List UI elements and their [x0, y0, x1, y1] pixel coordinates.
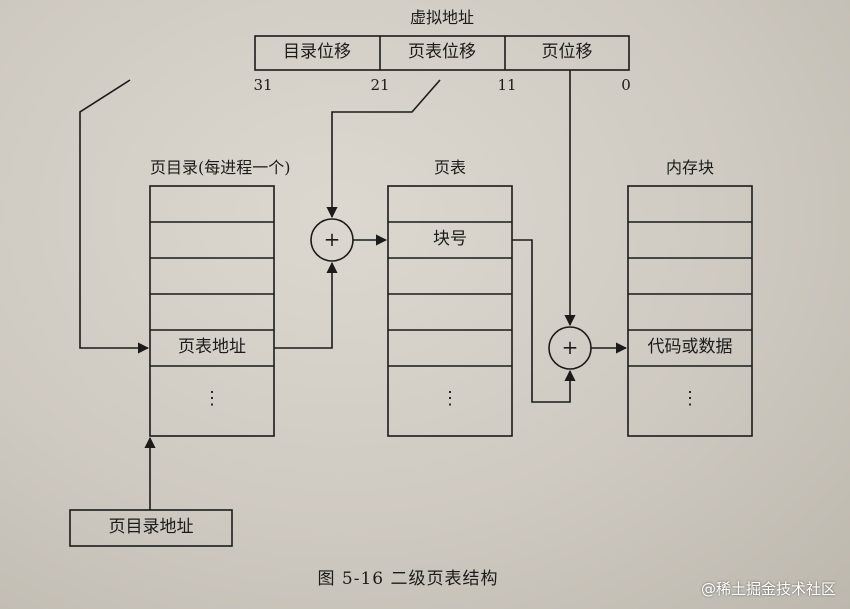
directory-offset-field: 目录位移 [283, 42, 351, 62]
code-or-data-entry: 代码或数据 [647, 337, 733, 357]
page-directory-table [149, 185, 275, 437]
block-number-entry: 块号 [433, 229, 467, 249]
page-directory-more: ⋮ [203, 388, 221, 409]
adder-2-symbol: + [561, 335, 579, 359]
page-table-address-arrow [274, 261, 338, 349]
memory-block-table [627, 185, 753, 437]
page-table-address-entry: 页表地址 [178, 337, 246, 357]
virtual-address-title: 虚拟地址 [409, 8, 475, 27]
bit-label-31: 31 [253, 76, 273, 94]
block-number-arrow [512, 239, 576, 403]
virtual-address-box [254, 35, 630, 71]
memory-block-title: 内存块 [665, 158, 715, 177]
bit-label-0: 0 [621, 76, 631, 94]
page-directory-address-box [69, 509, 233, 547]
directory-offset-arrow [79, 79, 150, 354]
bit-label-11: 11 [497, 76, 517, 94]
page-table-title: 页表 [433, 158, 467, 177]
memory-block-more: ⋮ [681, 388, 699, 409]
page-directory-address-label: 页目录地址 [108, 517, 194, 537]
page-table-more: ⋮ [441, 388, 459, 409]
adder-1-symbol: + [323, 227, 341, 251]
bit-label-21: 21 [370, 76, 390, 94]
page-directory-title: 页目录(每进程一个) [150, 158, 291, 177]
table-offset-field: 页表位移 [408, 42, 476, 62]
table-offset-arrow [326, 79, 441, 219]
page-table [387, 185, 513, 437]
page-offset-field: 页位移 [541, 42, 593, 62]
figure-caption: 图 5-16 二级页表结构 [317, 569, 499, 589]
watermark: @稀土掘金技术社区 [700, 580, 836, 598]
